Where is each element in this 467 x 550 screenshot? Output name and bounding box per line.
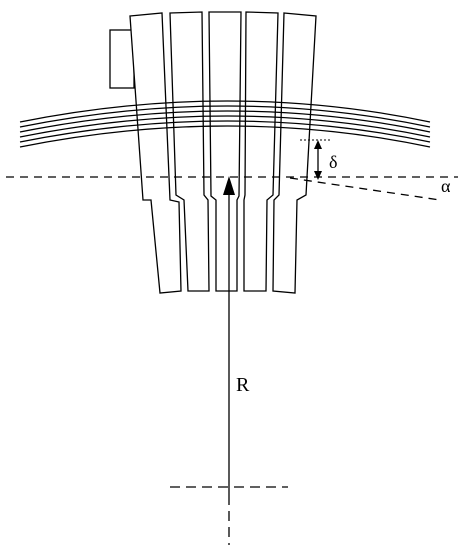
center-crosshair xyxy=(170,486,288,545)
radius-label: R xyxy=(236,374,250,396)
mounting-tab xyxy=(109,29,135,89)
blade-4 xyxy=(243,11,279,292)
inclined-reference-line xyxy=(289,177,441,201)
blade-3 xyxy=(208,11,242,292)
delta-label: δ xyxy=(329,152,337,172)
alpha-label: α xyxy=(441,176,451,196)
blade-5 xyxy=(272,12,317,294)
blade-1 xyxy=(129,12,182,294)
delta-dimension-arrow xyxy=(314,140,322,180)
radius-arrowhead xyxy=(223,176,235,195)
shroud-bands xyxy=(19,100,431,148)
blade-2 xyxy=(169,11,210,292)
